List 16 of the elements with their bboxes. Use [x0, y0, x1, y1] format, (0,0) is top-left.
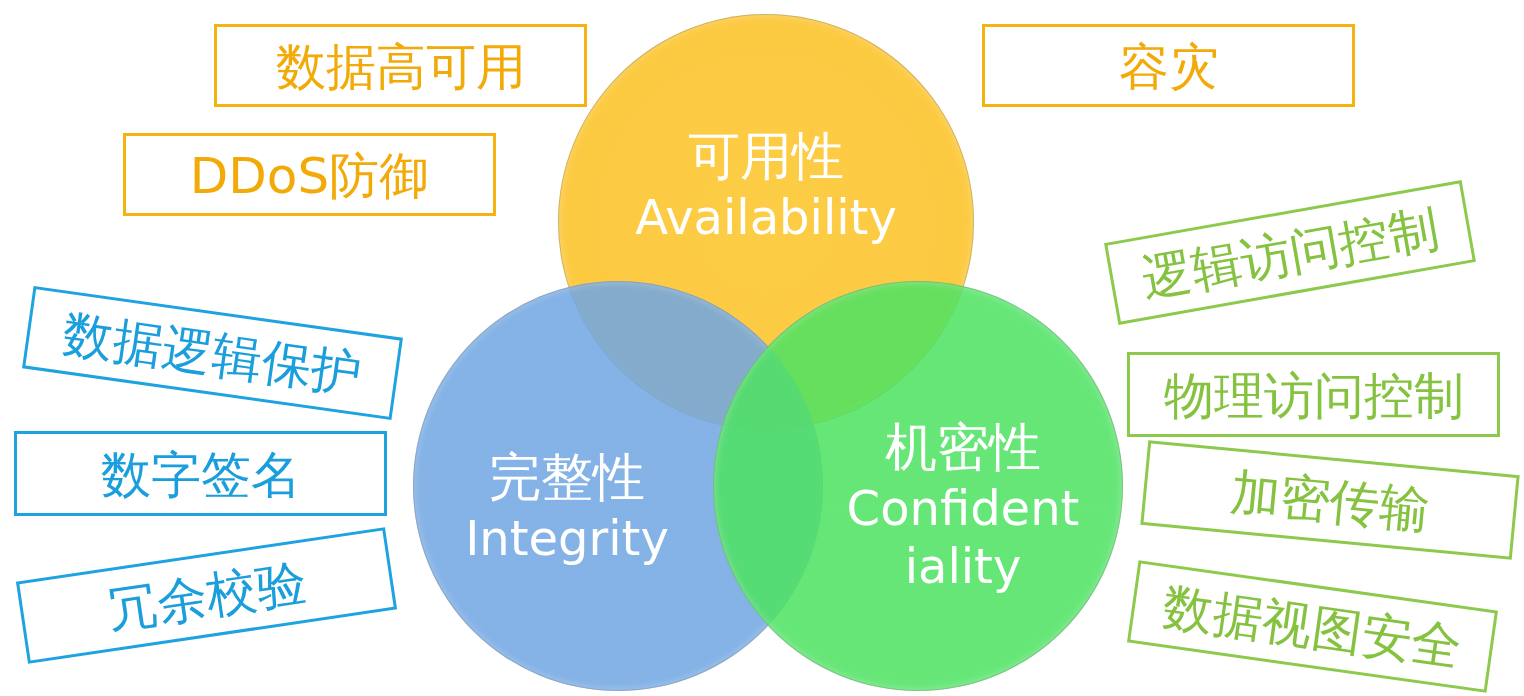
circle-subtitle: Availability [635, 188, 897, 247]
outlined-label: 容灾 [981, 23, 1355, 107]
outlined-label: 数据高可用 [213, 23, 587, 107]
circle-subtitle: Integrity [465, 509, 669, 568]
circle-title: 可用性 [688, 124, 844, 188]
outlined-label: 加密传输 [1140, 440, 1520, 560]
circle-subtitle: Confidentiality [845, 479, 1081, 596]
circle-title: 机密性 [885, 415, 1041, 479]
circle-title: 完整性 [489, 445, 645, 509]
outlined-label: 物理访问控制 [1126, 351, 1500, 437]
outlined-label: 逻辑访问控制 [1104, 179, 1476, 325]
outlined-label: DDoS防御 [122, 132, 496, 216]
outlined-label: 数据逻辑保护 [21, 286, 403, 420]
outlined-label: 数字签名 [13, 430, 387, 516]
outlined-label: 数据视图安全 [1126, 559, 1498, 693]
outlined-label: 冗余校验 [15, 526, 397, 664]
